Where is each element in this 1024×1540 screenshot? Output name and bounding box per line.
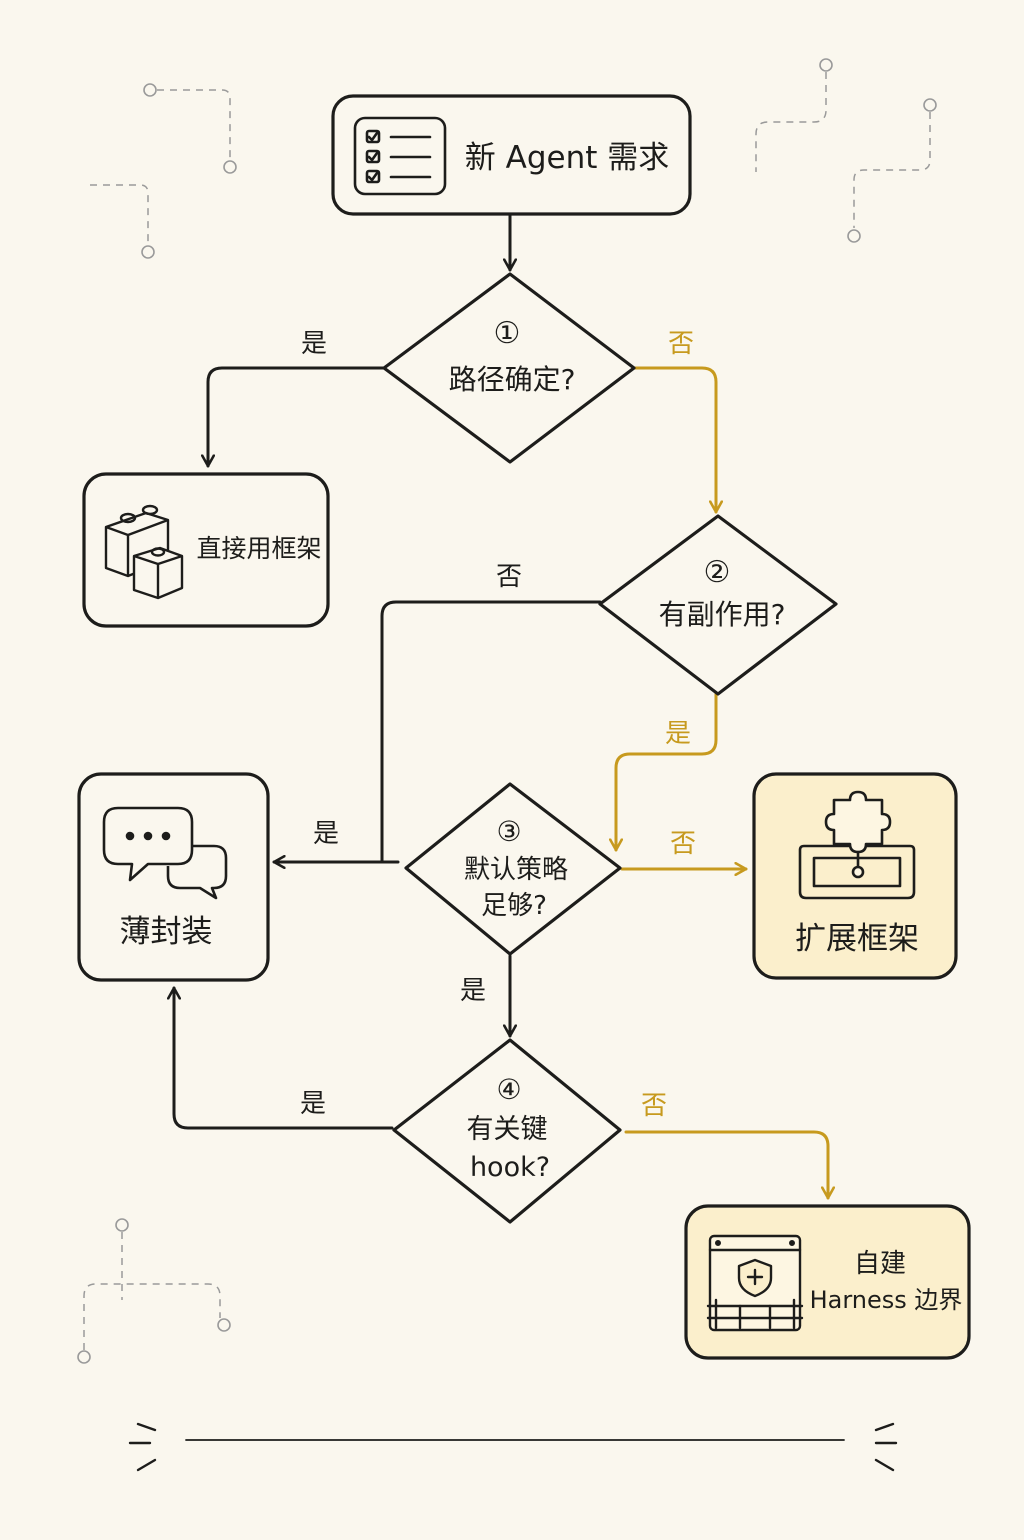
outcome-custom-harness: 自建 Harness 边界 [684,1204,971,1360]
edge-d1-yes [208,366,386,468]
decision-1-text: 路径确定? [449,363,576,396]
connectors [174,212,828,1200]
edge-label-d3-no: 否 [670,829,696,859]
outcome-extend-framework: 扩展框架 [752,772,958,980]
thin-wrapper-label: 薄封装 [120,914,213,950]
edge-d4-yes [174,986,394,1130]
edge-label-d4-no: 否 [641,1091,667,1121]
decision-3-text-line2: 足够? [481,891,547,921]
decision-3-number: ③ [496,815,521,848]
extend-framework-label: 扩展框架 [795,921,919,957]
decision-4-text-line2: hook? [470,1152,550,1183]
edge-label-d1-yes: 是 [301,329,327,359]
edge-labels: 是 否 否 是 是 否 是 是 否 [300,329,696,1121]
decision-3: ③ 默认策略 足够? [404,782,622,956]
chat-bubbles-icon [102,806,228,900]
decision-4-number: ④ [496,1073,521,1106]
edge-d2-yes [616,692,718,852]
edge-label-d2-no: 否 [496,562,522,592]
decision-2-text: 有副作用? [659,598,786,631]
checklist-icon [353,116,447,196]
decision-4-text-line1: 有关键 [467,1114,548,1145]
edge-label-d1-no: 否 [668,329,694,359]
decorative-traces [83,72,931,1350]
custom-harness-label-line1: 自建 [854,1249,906,1279]
puzzle-piece-icon [798,790,916,900]
decorative-nodes [77,58,937,1364]
decision-1-number: ① [494,316,521,351]
outcome-thin-wrapper: 薄封装 [77,772,270,982]
edge-label-d3-yes-left: 是 [313,819,339,849]
start-label: 新 Agent 需求 [465,140,669,176]
edge-label-d2-yes: 是 [665,719,691,749]
decision-4: ④ 有关键 hook? [392,1038,622,1224]
shield-gate-icon [706,1234,804,1332]
decision-2: ② 有副作用? [598,514,838,696]
footer-divider [128,1422,898,1472]
decision-3-text-line1: 默认策略 [464,855,568,885]
decision-1: ① 路径确定? [382,272,636,464]
edge-label-d3-yes-down: 是 [460,976,486,1006]
edge-d1-no [632,366,716,514]
outcome-direct-framework: 直接用框架 [82,472,330,628]
custom-harness-label-line2: Harness 边界 [810,1286,963,1314]
building-blocks-icon [104,504,184,600]
edge-d4-no [624,1130,828,1200]
direct-framework-label: 直接用框架 [196,534,321,563]
decision-2-number: ② [704,555,731,590]
start-node: 新 Agent 需求 [331,94,692,216]
edge-label-d4-yes: 是 [300,1089,326,1119]
edge-d2-no [380,600,602,864]
